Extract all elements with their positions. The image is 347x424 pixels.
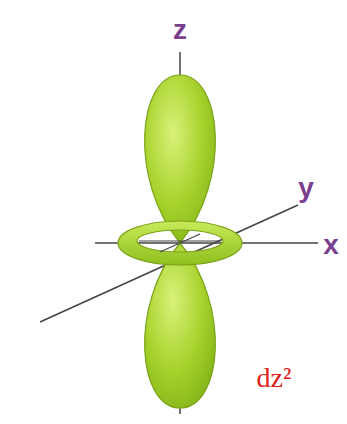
axis-label: y <box>298 174 314 202</box>
torus-ring <box>118 221 242 265</box>
lower-lobe <box>145 243 216 408</box>
x-axis-inner <box>139 240 221 241</box>
orbital-name: dz² <box>257 364 292 392</box>
upper-lobe <box>145 75 216 243</box>
axis-label: x <box>323 231 339 259</box>
axis-label: z <box>173 16 187 44</box>
y-axis-inner <box>160 234 200 252</box>
